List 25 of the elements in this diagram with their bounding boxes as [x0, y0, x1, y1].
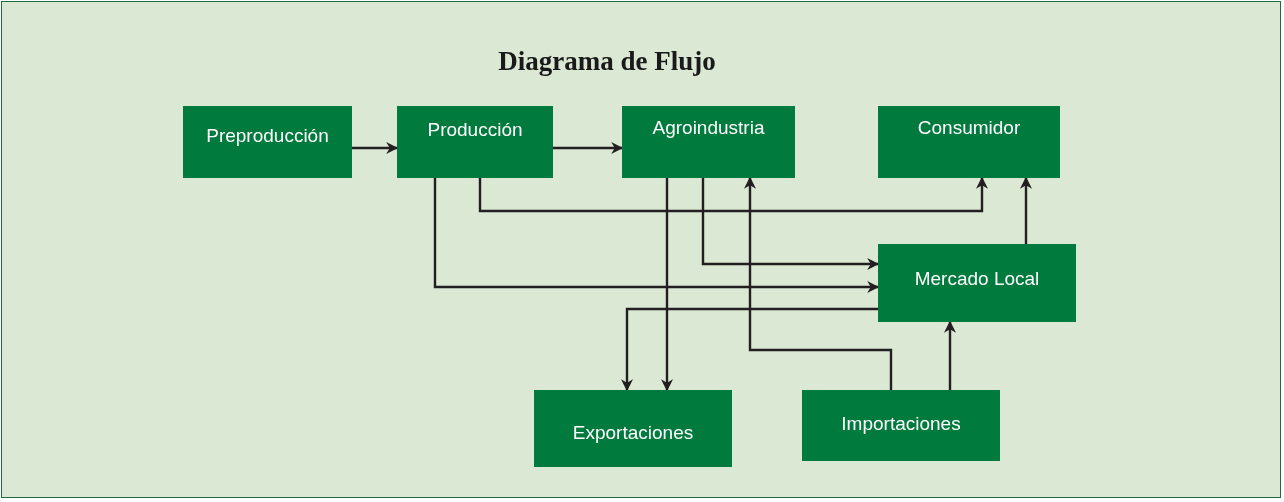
box-label: Agroindustria [652, 117, 765, 139]
process-box [878, 244, 1076, 322]
process-box [622, 106, 795, 178]
box-label: Preproducción [206, 125, 329, 147]
arrow [621, 307, 878, 392]
process-box [183, 106, 352, 178]
box-label: Importaciones [841, 412, 961, 435]
box-label: Exportaciones [572, 421, 694, 444]
box-label: Consumidor [917, 117, 1021, 139]
arrow [744, 176, 893, 390]
arrow [1020, 176, 1032, 244]
arrow [478, 176, 988, 213]
diagram-title: Diagrama de Flujo [497, 46, 717, 77]
process-box [534, 390, 732, 467]
box-label: Producción [427, 119, 523, 141]
box-label: Mercado Local [914, 268, 1040, 290]
arrow [553, 142, 624, 154]
arrow [352, 142, 399, 154]
process-box [878, 106, 1060, 178]
arrow [661, 178, 673, 392]
arrow [944, 320, 956, 390]
process-box [802, 390, 1000, 461]
arrow [433, 178, 880, 293]
process-box [397, 106, 553, 178]
arrow [701, 178, 880, 270]
